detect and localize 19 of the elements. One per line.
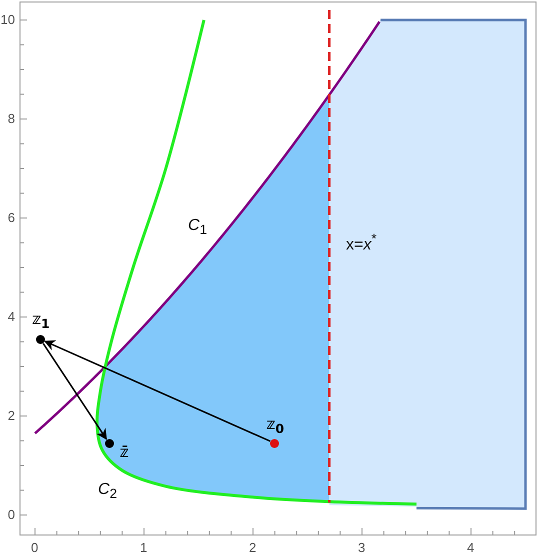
tick-label: 4 [467,541,474,554]
tick-label: 10 [0,13,15,26]
tick-label: 3 [358,541,366,554]
arrow [42,343,108,440]
tick-label: 2 [249,541,256,554]
tick-label: 6 [6,211,15,224]
tick-label: 8 [6,112,15,125]
curve-label: C$_{1}$ [188,218,207,237]
point-label: 𝕫$_{0}$ [266,416,284,436]
tick-label: 0 [6,508,15,521]
point-label: 𝕫$_{1}$ [32,312,50,330]
tick-label: 2 [6,409,15,422]
tick-label: 1 [140,541,148,554]
tick-label: 4 [6,310,15,323]
curve-label: C$_{2}$ [98,482,117,501]
tick-label: 0 [31,541,38,554]
line-label: x=x$^{*}$ [346,232,377,254]
point-label: 𝕫̄ [120,444,129,460]
arrow [44,340,271,442]
